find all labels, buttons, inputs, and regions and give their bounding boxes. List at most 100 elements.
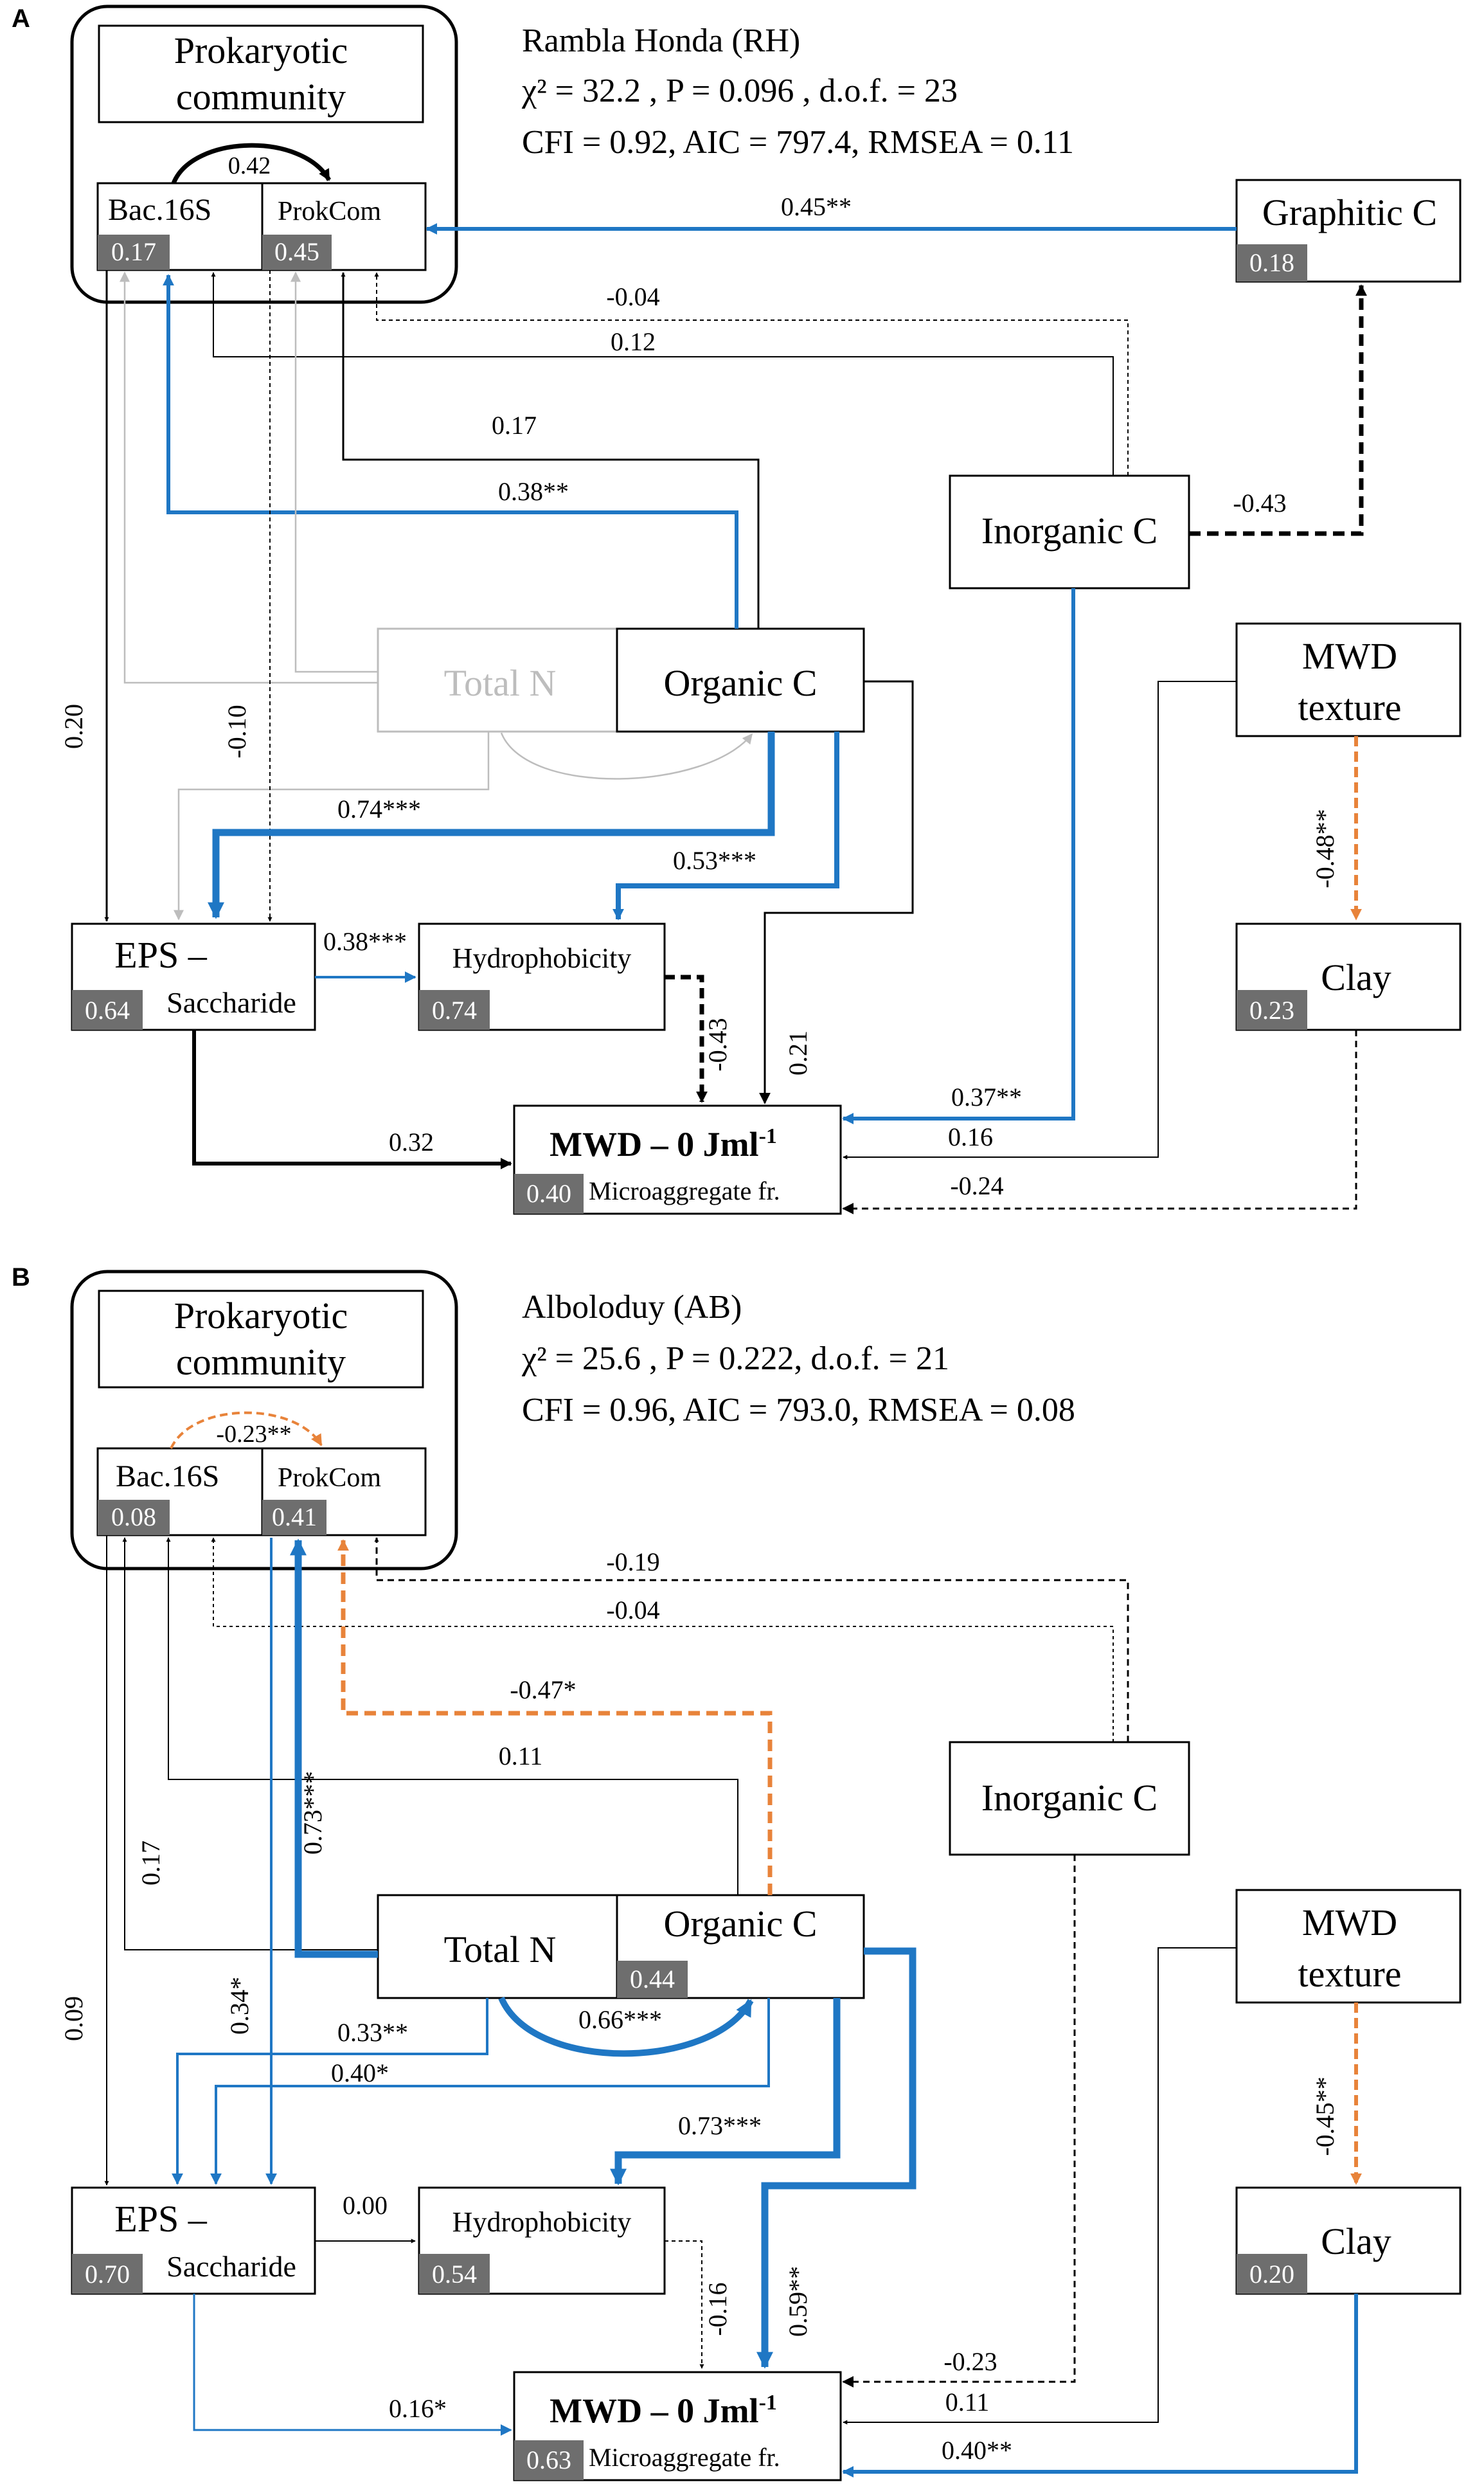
panel-b-label-org-bac: 0.11	[499, 1742, 543, 1770]
panel-b-arrow-inorg-mwd	[842, 1855, 1076, 2388]
panel-a-label-org-mwd: 0.21	[783, 1030, 812, 1076]
panel-b-label-org-hydro: 0.73***	[678, 2111, 762, 2140]
panel-a-graphitic-c-label: Graphitic C	[1262, 192, 1437, 233]
panel-a-label-bac-prok: 0.42	[228, 152, 271, 179]
panel-b-arrow-org-hydro	[610, 1998, 841, 2186]
panel-a-label-prok-eps: -0.10	[222, 705, 251, 758]
panel-b-clay-r2-badge	[1237, 2254, 1307, 2294]
panel-b-prok-title-1: Prokaryotic	[174, 1295, 348, 1336]
panel-a-label-eps-hydro: 0.38***	[323, 927, 407, 956]
panel-b-label-bac-prok: -0.23**	[216, 1421, 291, 1448]
panel-b-arrow-org-prok	[337, 1539, 773, 1895]
panel-b-eps-r2-badge	[72, 2254, 143, 2294]
panel-a-total-n-label: Total N	[444, 662, 557, 704]
panel-b-arrow-totn-org	[498, 1997, 754, 2057]
panel-a-stats-line2: CFI = 0.92, AIC = 797.4, RMSEA = 0.11	[522, 124, 1074, 161]
panel-a-mwd-label: MWD – 0 Jml-1	[550, 1124, 777, 1164]
panel-b-arrow-hydro-mwd	[665, 2240, 704, 2369]
panel-b-label-org-prok: -0.47*	[510, 1675, 576, 1704]
panel-a-label-bac-eps: 0.20	[59, 704, 88, 749]
panel-b-site-title: Alboloduy (AB)	[522, 1289, 742, 1326]
panel-b-eps-label-2: Saccharide	[166, 2250, 296, 2283]
panel-b-bac16s-label: Bac.16S	[116, 1459, 219, 1493]
panel-b-mwd-r2: 0.63	[526, 2445, 571, 2474]
panel-a-arrow-hydro-mwd	[665, 975, 708, 1103]
panel-b-bac16s-r2-badge	[98, 1500, 170, 1535]
panel-a-prokcom-label: ProkCom	[278, 197, 381, 226]
panel-b-prokcom-r2-badge	[262, 1500, 326, 1535]
panel-b-clay-label: Clay	[1321, 2220, 1391, 2262]
panel-a-mwd-r2-badge	[514, 1174, 584, 1214]
panel-b-arrow-org-mwd	[756, 1947, 916, 2369]
panel-a-prok-title-1: Prokaryotic	[174, 30, 348, 71]
panel-a-clay-r2-badge	[1237, 990, 1307, 1030]
panel-a-letter: A	[12, 4, 30, 33]
panel-a-organic-c-label: Organic C	[664, 662, 818, 704]
panel-b-label-texture-mwd: 0.11	[945, 2388, 990, 2416]
panel-a-site-title: Rambla Honda (RH)	[522, 22, 800, 59]
panel-a-bac16s-r2-badge	[98, 235, 170, 270]
panel-a-hydrophobicity-label: Hydrophobicity	[452, 942, 632, 974]
panel-b-arrow-inorg-prok	[374, 1537, 1129, 1742]
panel-b-mwd-texture-node	[1235, 1889, 1462, 2004]
panel-a-arrow-inorg-bac	[211, 272, 1114, 476]
panel-b-inorganic-c-label: Inorganic C	[981, 1777, 1158, 1819]
panel-b-prokcom-r2: 0.41	[272, 1502, 317, 1531]
panel-a-prokcom-r2-badge	[262, 235, 332, 270]
panel-a-label-hydro-mwd: -0.43	[703, 1018, 732, 1071]
panel-a-label-inorg-graphitic: -0.43	[1233, 489, 1286, 518]
panel-b-arrow-totn-bac	[122, 1537, 378, 1950]
panel-a-prok-title-2: community	[176, 76, 346, 118]
panel-a-arrow-org-eps	[208, 732, 775, 919]
panel-b-mwd-sub: Microaggregate fr.	[589, 2443, 780, 2472]
panel-b-arrow-totn-eps	[172, 1998, 488, 2185]
panel-b-arrow-totn-prok	[290, 1538, 378, 1958]
panel-b-arrow-texture-mwd	[843, 1947, 1237, 2425]
panel-b-mwd-label: MWD – 0 Jml-1	[550, 2391, 777, 2430]
panel-a-bac16s-r2: 0.17	[111, 237, 156, 266]
panel-b-label-prok-eps: 0.34*	[225, 1977, 254, 2035]
panel-b-clay-r2: 0.20	[1249, 2260, 1294, 2289]
panel-b-arrow-org-eps	[210, 1998, 770, 2185]
panel-b: B Alboloduy (AB) χ² = 25.6 , P = 0.222, …	[12, 1263, 1462, 2481]
panel-a-arrow-bac-prok	[171, 143, 332, 184]
panel-a: A Rambla Honda (RH) χ² = 32.2 , P = 0.09…	[12, 4, 1462, 1215]
panel-b-label-org-mwd: 0.59**	[783, 2266, 812, 2337]
panel-a-label-texture-clay: -0.48**	[1310, 809, 1339, 888]
panel-a-eps-label-1: EPS –	[114, 934, 207, 976]
panel-a-mwd-texture-1: MWD	[1302, 635, 1397, 677]
panel-a-mwd-sup: -1	[759, 1124, 777, 1148]
panel-a-mwd-r2: 0.40	[526, 1179, 571, 1208]
panel-b-mwd-sup: -1	[759, 2391, 777, 2415]
panel-a-arrow-totn-bac	[120, 271, 378, 684]
panel-a-inorganic-c-label: Inorganic C	[981, 510, 1158, 552]
panel-a-arrow-clay-mwd	[842, 1030, 1357, 1214]
panel-b-arrow-clay-mwd	[842, 2294, 1358, 2478]
panel-a-mwd-sub: Microaggregate fr.	[589, 1176, 780, 1205]
panel-b-arrow-bac-prok	[170, 1411, 323, 1449]
panel-a-label-inorg-mwd: 0.37**	[951, 1083, 1022, 1112]
panel-a-arrow-totn-eps	[174, 732, 490, 921]
panel-b-letter: B	[12, 1263, 30, 1292]
panel-b-label-totn-prok: 0.73***	[298, 1771, 327, 1855]
panel-a-mwd-node	[513, 1104, 842, 1215]
panel-b-prokaryotic-title-box	[98, 1290, 424, 1389]
panel-b-total-n-label: Total N	[444, 1929, 557, 1970]
panel-b-organic-r2-badge	[617, 1961, 688, 1998]
panel-b-mwd-node	[513, 2371, 842, 2481]
panel-b-label-eps-hydro: 0.00	[343, 2191, 388, 2220]
panel-a-arrow-inorg-prok	[374, 272, 1129, 476]
panel-b-label-totn-eps: 0.33**	[337, 2018, 408, 2047]
panel-b-inorganic-c-node	[949, 1741, 1190, 1856]
panel-b-label-org-eps: 0.40*	[331, 2058, 389, 2087]
panel-b-mwd-texture-2: texture	[1298, 1953, 1401, 1995]
panel-b-mwd-main: MWD – 0 Jml	[550, 2391, 758, 2430]
panel-a-mwd-texture-node	[1235, 622, 1462, 737]
panel-b-hydro-r2: 0.54	[432, 2260, 477, 2289]
panel-b-organic-r2: 0.44	[630, 1965, 675, 1994]
panel-a-label-org-prok: 0.17	[492, 411, 537, 440]
panel-b-stats-line2: CFI = 0.96, AIC = 793.0, RMSEA = 0.08	[522, 1392, 1075, 1428]
panel-a-graphitic-r2: 0.18	[1249, 248, 1294, 277]
panel-a-graphitic-r2-badge	[1237, 244, 1307, 282]
